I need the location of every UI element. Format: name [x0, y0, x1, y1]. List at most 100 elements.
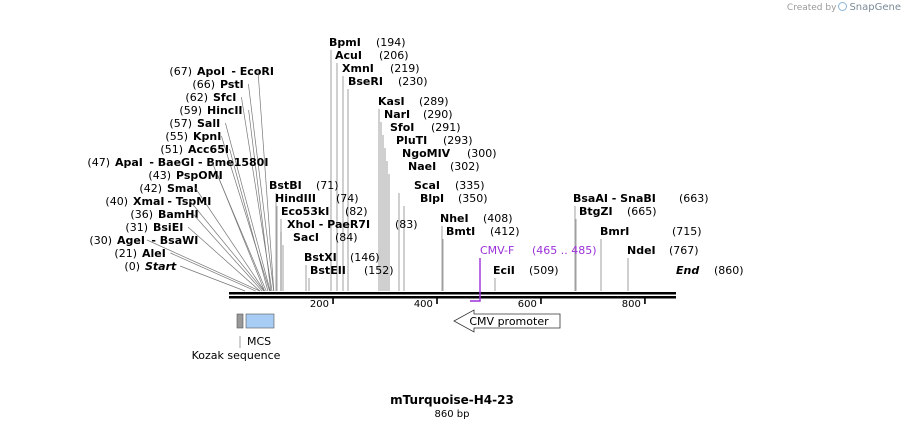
- tick-mark: [540, 298, 542, 304]
- site-connector: [248, 83, 275, 292]
- map-title: mTurquoise-H4-23: [390, 393, 514, 407]
- site-position: (0): [124, 260, 140, 273]
- site-name: NarI: [384, 108, 410, 121]
- site-connector: [229, 148, 269, 292]
- credit-prefix: Created by: [786, 3, 837, 13]
- site-position: (31): [125, 221, 148, 234]
- site-name: Acc65I: [188, 143, 229, 156]
- site-connector: [217, 174, 265, 292]
- tick-mark: [436, 298, 438, 304]
- site-name: BstXI: [304, 251, 337, 264]
- site-name-extra: - BaeGI - Bme1580I: [149, 156, 268, 169]
- site-connector: [221, 135, 270, 292]
- site-name: AcuI: [335, 49, 362, 62]
- site-position: (82): [345, 205, 368, 218]
- site-name-extra: - TspMI: [167, 195, 211, 208]
- site-position: (71): [316, 179, 339, 192]
- site-name: BstEII: [310, 264, 346, 277]
- site-position: (663): [679, 192, 709, 205]
- site-name: AgeI: [117, 234, 145, 247]
- mcs-label: MCS: [247, 335, 271, 348]
- site-name: SalI: [197, 117, 220, 130]
- site-position: (59): [179, 104, 202, 117]
- mcs-box: [245, 313, 275, 329]
- primer-name: CMV-F: [480, 244, 514, 257]
- site-connector: [225, 122, 271, 292]
- site-name: PspOMI: [176, 169, 223, 182]
- tick-label: 800: [622, 299, 641, 310]
- site-position: (152): [364, 264, 394, 277]
- tick-label: 400: [414, 299, 433, 310]
- site-name-extra: - EcoRI: [231, 65, 274, 78]
- site-name: BsiEI: [153, 221, 183, 234]
- site-name: HindIII: [275, 192, 316, 205]
- site-position: (55): [165, 130, 188, 143]
- site-position: (291): [431, 121, 461, 134]
- site-name: BmrI: [600, 225, 629, 238]
- site-name: AleI: [142, 247, 166, 260]
- site-connector: [257, 70, 275, 292]
- cmv-promoter-arrow: [453, 309, 561, 333]
- site-position: (860): [714, 264, 744, 277]
- site-position: (36): [130, 208, 153, 221]
- site-name: NdeI: [627, 244, 656, 257]
- site-name: BseRI: [348, 75, 383, 88]
- site-name: PluTI: [396, 134, 427, 147]
- snapgene-logo-icon: [838, 2, 848, 11]
- site-position: (146): [350, 251, 380, 264]
- site-name: BamHI: [158, 208, 199, 221]
- site-connector: [248, 109, 272, 292]
- tick-mark: [644, 298, 646, 304]
- tick-label: 600: [518, 299, 537, 310]
- site-connector: [192, 213, 263, 292]
- site-position: (83): [395, 218, 418, 231]
- site-name: BtgZI: [579, 205, 613, 218]
- site-name: KpnI: [193, 130, 221, 143]
- site-position: (30): [89, 234, 112, 247]
- site-position: (51): [160, 143, 183, 156]
- site-position: (57): [169, 117, 192, 130]
- site-name: BstBI: [269, 179, 302, 192]
- site-position: (509): [529, 264, 559, 277]
- site-position: (40): [105, 195, 128, 208]
- site-name: BsaAI - SnaBI: [573, 192, 656, 205]
- primer-arrow: [470, 258, 481, 302]
- map-length: 860 bp: [435, 409, 470, 420]
- site-position: (219): [390, 62, 420, 75]
- site-position: (194): [376, 36, 406, 49]
- site-name: Start: [145, 260, 177, 273]
- site-position: (302): [450, 160, 480, 173]
- site-connector: [187, 226, 261, 292]
- site-name: NaeI: [408, 160, 436, 173]
- site-position: (293): [443, 134, 473, 147]
- site-position: (767): [669, 244, 699, 257]
- site-name: BpmI: [329, 36, 361, 49]
- site-position: (67): [169, 65, 192, 78]
- site-name: XmaI: [133, 195, 164, 208]
- site-position: (289): [419, 95, 449, 108]
- site-name: SfcI: [213, 91, 236, 104]
- cmv-promoter-label: CMV promoter: [469, 315, 549, 328]
- site-position: (21): [114, 247, 137, 260]
- site-name: NgoMIV: [402, 147, 451, 160]
- site-position: (665): [627, 205, 657, 218]
- kozak-box: [236, 313, 244, 329]
- kozak-label: Kozak sequence: [192, 349, 281, 362]
- site-position: (206): [379, 49, 409, 62]
- tick-label: 200: [310, 299, 329, 310]
- site-connector: [170, 252, 256, 292]
- site-position: (62): [185, 91, 208, 104]
- site-position: (300): [467, 147, 497, 160]
- site-position: (42): [139, 182, 162, 195]
- site-name: SmaI: [167, 182, 198, 195]
- site-position: (412): [490, 225, 520, 238]
- primer-range: (465 .. 485): [532, 244, 597, 257]
- site-name: KasI: [378, 95, 405, 108]
- site-name: EciI: [493, 264, 515, 277]
- site-name: SfoI: [390, 121, 414, 134]
- site-name: XmnI: [342, 62, 374, 75]
- site-position: (335): [455, 179, 485, 192]
- site-name: XhoI - PaeR7I: [287, 218, 370, 231]
